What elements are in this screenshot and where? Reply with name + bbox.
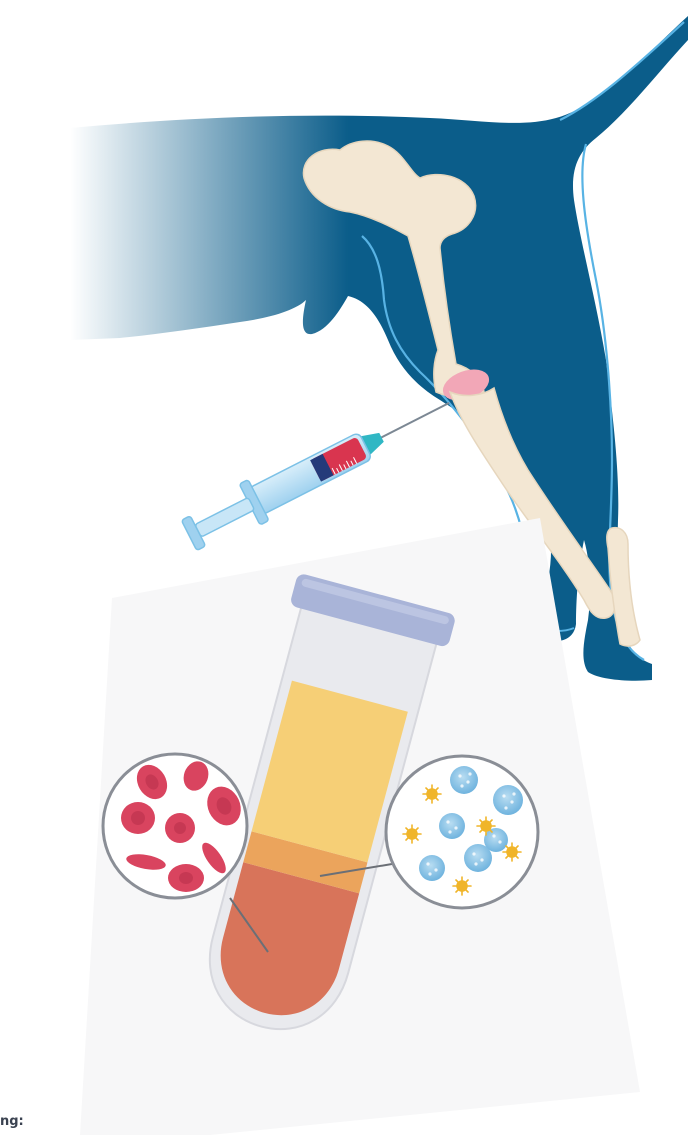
- white-cell: [493, 785, 523, 815]
- platelet: [423, 785, 441, 803]
- caption-fragment: ng:: [0, 1114, 24, 1130]
- platelet: [453, 877, 471, 895]
- white-cell: [419, 855, 445, 881]
- platelet: [477, 817, 495, 835]
- red-cell-magnifier: [103, 754, 247, 898]
- white-cell: [464, 844, 492, 872]
- syringe: [179, 382, 460, 556]
- platelet-magnifier: [386, 756, 538, 908]
- platelet: [503, 843, 521, 861]
- white-cell: [450, 766, 478, 794]
- syringe-plunger-rod: [195, 497, 255, 537]
- syringe-needle: [379, 402, 449, 439]
- platelet: [403, 825, 421, 843]
- white-cell: [439, 813, 465, 839]
